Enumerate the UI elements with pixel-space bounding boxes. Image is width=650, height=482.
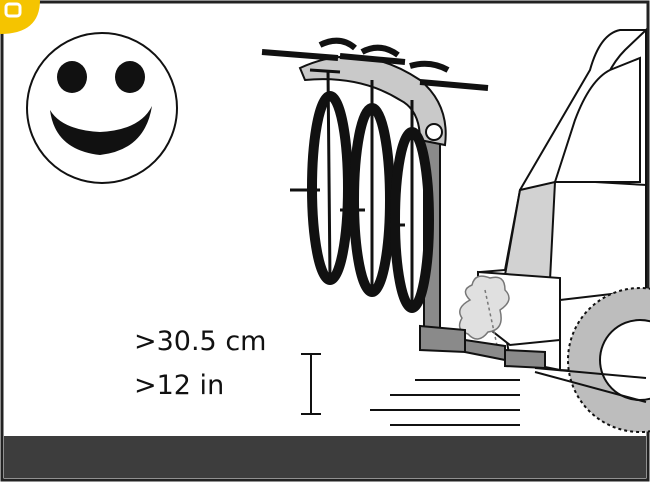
- height-dimension-icon: [301, 353, 321, 415]
- clearance-metric-label: >30.5 cm: [134, 326, 267, 357]
- bike-1: [261, 37, 357, 285]
- corner-badge-icon: [0, 0, 40, 34]
- ground: [4, 436, 646, 478]
- clearance-imperial-label: >12 in: [134, 370, 225, 401]
- bikes: [261, 37, 489, 313]
- exhaust-smoke-icon: [458, 275, 510, 351]
- bike-3: [385, 60, 489, 313]
- smiley-face-icon: [26, 32, 178, 184]
- speed-lines: [370, 379, 520, 426]
- bike-2: [339, 44, 406, 297]
